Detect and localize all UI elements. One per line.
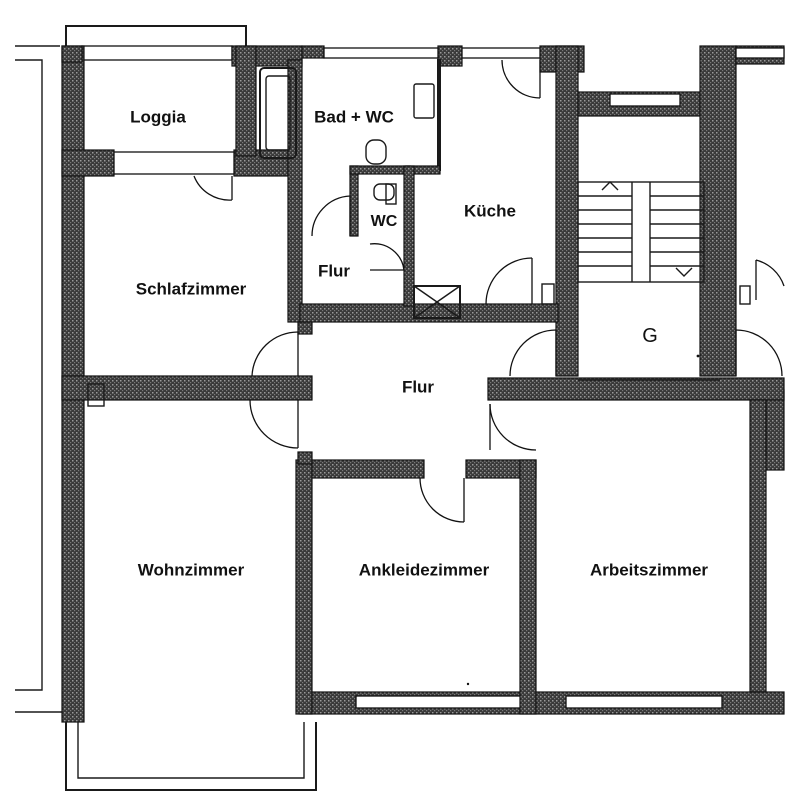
room-label-flur-small: Flur [317,261,351,281]
doors [193,59,785,523]
stairwell-mark: G [642,325,658,347]
exterior-walls [61,45,785,723]
marks [87,283,751,686]
bathtub [259,67,297,159]
room-label-schlafzimmer: Schlafzimmer [135,279,247,299]
left-exterior-lines [15,45,62,713]
room-label-kueche: Küche [464,201,516,221]
room-label-ankleidezimmer: Ankleidezimmer [358,560,490,580]
toilet-wc [373,183,397,205]
room-label-flur-main: Flur [401,377,435,397]
wohnzimmer-balcony-outline [65,722,317,791]
staircase [577,181,720,381]
room-label-wohnzimmer: Wohnzimmer [137,560,245,580]
room-label-wc: WC [370,213,398,230]
shaft [413,285,461,319]
room-label-loggia: Loggia [130,107,186,127]
loggia-balcony-outline [65,25,247,61]
room-label-arbeitszimmer: Arbeitszimmer [589,560,709,580]
interior-walls [61,45,785,715]
bathroom-sink [413,83,435,119]
room-label-bad-wc: Bad + WC [314,107,394,127]
toilet-bath [365,139,387,165]
